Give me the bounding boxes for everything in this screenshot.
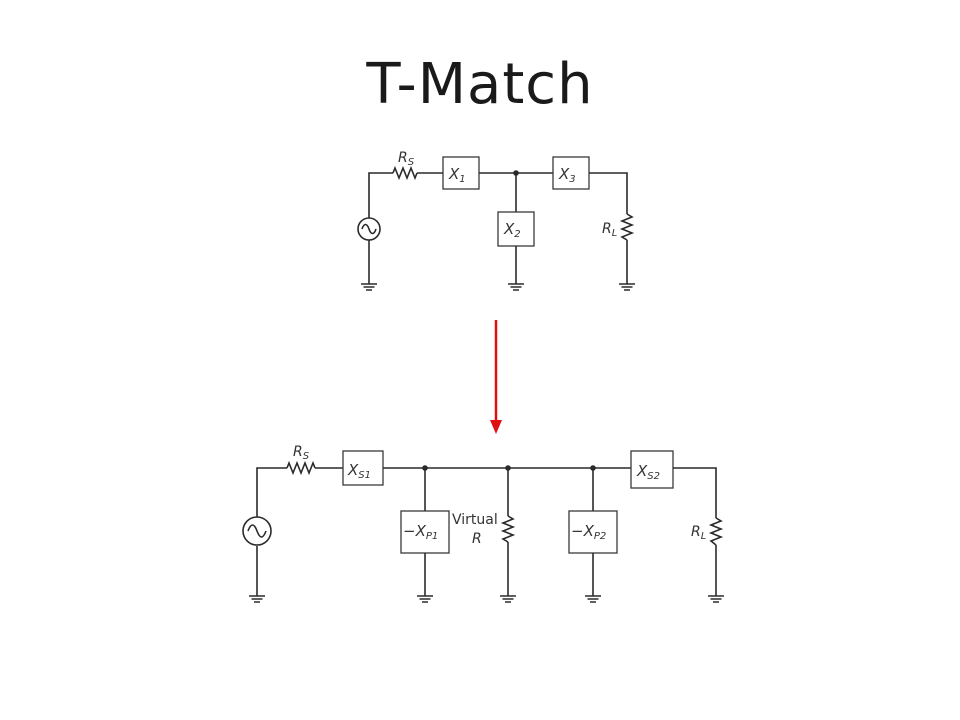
bottom-xp1-box [400,510,450,554]
bottom-xs2-label: XS2 [636,462,660,482]
top-ground-icon-x2 [507,283,525,291]
bottom-rl-resistor [708,517,724,546]
bottom-xp2-label: −XP2 [571,522,606,542]
slide-title: T-Match [366,52,594,117]
bottom-rl-label: RL [691,524,706,542]
top-ground-icon-rl [618,283,636,291]
bottom-rs-resistor [286,460,316,476]
bottom-source-wire [256,467,287,517]
top-x2-box [497,211,535,247]
top-ground-icon-source [360,283,378,291]
top-x1-label: X1 [448,165,466,185]
top-ac-source-wave [361,223,377,235]
bottom-ground-icon-virtual-r [499,595,517,603]
top-rs-resistor [392,165,418,181]
bottom-ground-icon-rl [707,595,725,603]
bottom-circuit: RS XS1 −XP1 Virtual R −XP2 XS2 RL [242,444,725,603]
bottom-virtual-r-label: R [472,531,482,547]
top-source-wire [368,172,393,218]
bottom-ground-icon-xp1 [416,595,434,603]
top-wire-x3-rl [589,172,628,214]
bottom-ground-icon-xp2 [584,595,602,603]
top-x3-box [552,156,590,190]
bottom-virtual-label: Virtual [452,512,498,528]
bottom-xs1-label: XS1 [347,461,371,481]
bottom-virtual-r-resistor [500,515,516,543]
bottom-xp1-label: −XP1 [403,522,438,542]
bottom-ground-icon-source [248,595,266,603]
bottom-wire-xs2-rl [673,467,717,518]
bottom-rs-label: RS [293,444,310,462]
top-x3-label: X3 [558,165,576,185]
bottom-xs2-box [630,450,674,489]
down-arrow-icon [490,320,502,434]
top-circuit: RS X1 X2 X3 RL [357,150,636,291]
top-rs-label: RS [398,150,415,168]
bottom-ac-source-wave [247,524,267,538]
top-rl-resistor [619,213,635,241]
top-rl-label: RL [602,221,617,239]
top-x2-label: X2 [503,220,521,240]
